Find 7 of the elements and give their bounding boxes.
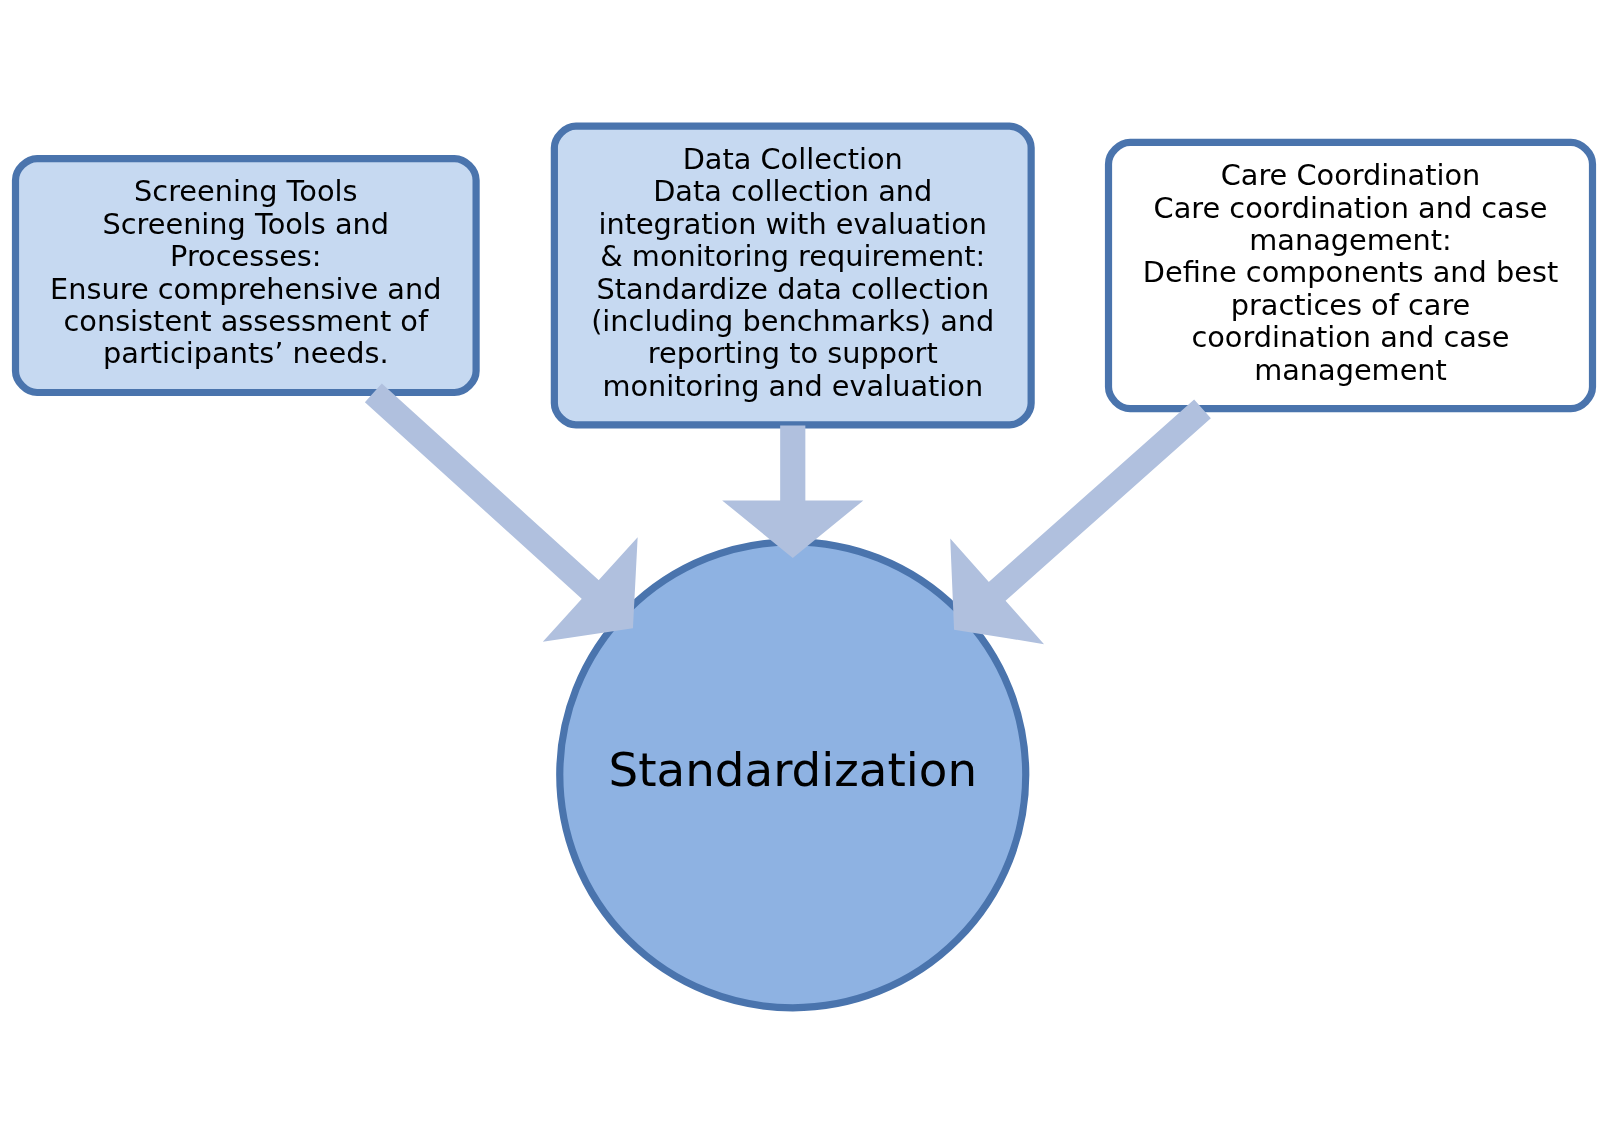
node-circle: Standardization	[556, 537, 1030, 1011]
node-box: Data Collection Data collection and integration with evaluation & monitoring requirement: Standardize data collection (including benchmarks) and reporting to support monitoring and evaluation	[550, 122, 1035, 428]
node-box: Care Coordination Care coordination and case management: Define components and best practices of care coordination and case management	[1104, 138, 1597, 412]
node-box: Screening Tools Screening Tools and Processes: Ensure comprehensive and consistent assessment of participants’ needs.	[11, 154, 480, 396]
arrow	[950, 398, 1211, 644]
arrow	[364, 383, 638, 642]
arrow	[722, 424, 864, 558]
